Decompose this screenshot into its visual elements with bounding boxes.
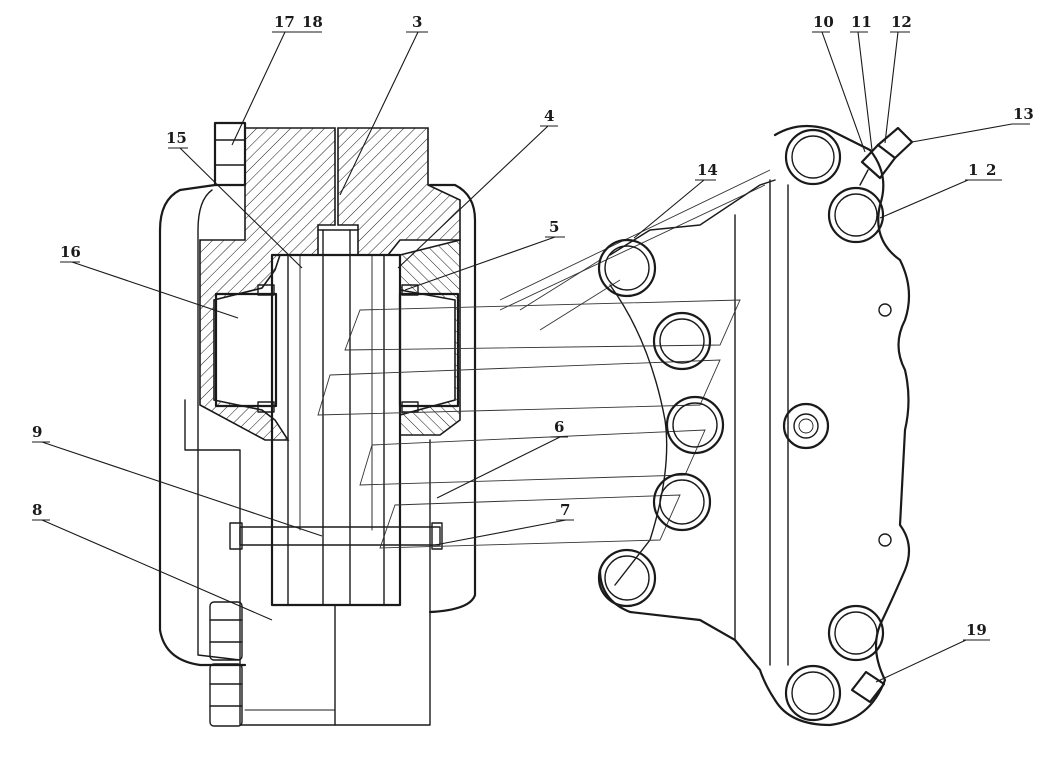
center-hub xyxy=(782,402,830,450)
caliper-shell xyxy=(598,124,911,727)
bolt-circle xyxy=(665,395,725,455)
small-hole xyxy=(878,303,892,317)
callout-19: 19 xyxy=(966,621,987,639)
bolt-circle xyxy=(827,186,885,244)
caliper-arc xyxy=(609,284,668,586)
caliper-top-edge xyxy=(609,179,776,256)
callout-18: 18 xyxy=(302,13,323,31)
callout-16: 16 xyxy=(60,243,81,261)
callout-7: 7 xyxy=(560,501,570,519)
callout-17: 17 xyxy=(274,13,295,31)
callout-13: 13 xyxy=(1013,105,1034,123)
section-view xyxy=(158,121,477,727)
callout-9: 9 xyxy=(32,423,42,441)
leader-lines xyxy=(32,31,1030,683)
callout-2: 2 xyxy=(986,161,996,179)
callout-12: 12 xyxy=(891,13,912,31)
callout-3: 3 xyxy=(412,13,422,31)
callout-6: 6 xyxy=(554,418,564,436)
bolt-17-18 xyxy=(213,121,247,187)
callout-15: 15 xyxy=(166,129,187,147)
pin-9 xyxy=(229,522,443,550)
center-shaft xyxy=(270,229,402,607)
bolt-circle xyxy=(827,604,885,662)
fitting-top xyxy=(859,126,914,186)
piston-left xyxy=(214,292,278,408)
bolt-circle xyxy=(784,664,842,722)
small-hole xyxy=(878,533,892,547)
fitting-bottom xyxy=(850,670,886,704)
caliper-inner-edge xyxy=(734,179,789,666)
callout-1: 1 xyxy=(968,161,978,179)
bolt-circle xyxy=(652,311,712,371)
callout-10: 10 xyxy=(813,13,834,31)
housing-inner-outline xyxy=(197,189,241,661)
body-half-right xyxy=(337,127,461,256)
side-view xyxy=(317,124,914,727)
callout-5: 5 xyxy=(549,218,559,236)
bolt-circle xyxy=(652,472,712,532)
bolt-circle xyxy=(597,238,657,298)
bolt-circle xyxy=(597,548,657,608)
pad-outline xyxy=(317,169,771,549)
callout-11: 11 xyxy=(851,13,872,31)
bolt-circles xyxy=(597,128,885,722)
callout-4: 4 xyxy=(544,107,554,125)
lower-block xyxy=(184,399,431,726)
callout-labels: 17 18 3 15 4 16 5 9 6 7 8 14 10 11 12 13… xyxy=(32,13,1034,639)
callout-8: 8 xyxy=(32,501,42,519)
callout-14: 14 xyxy=(697,161,718,179)
piston-right xyxy=(398,292,460,408)
bolt-circle xyxy=(784,128,842,186)
seals xyxy=(257,284,419,413)
bolt-heads-lower xyxy=(209,601,243,727)
housing-outline xyxy=(158,183,477,667)
body-half-left xyxy=(199,127,336,441)
